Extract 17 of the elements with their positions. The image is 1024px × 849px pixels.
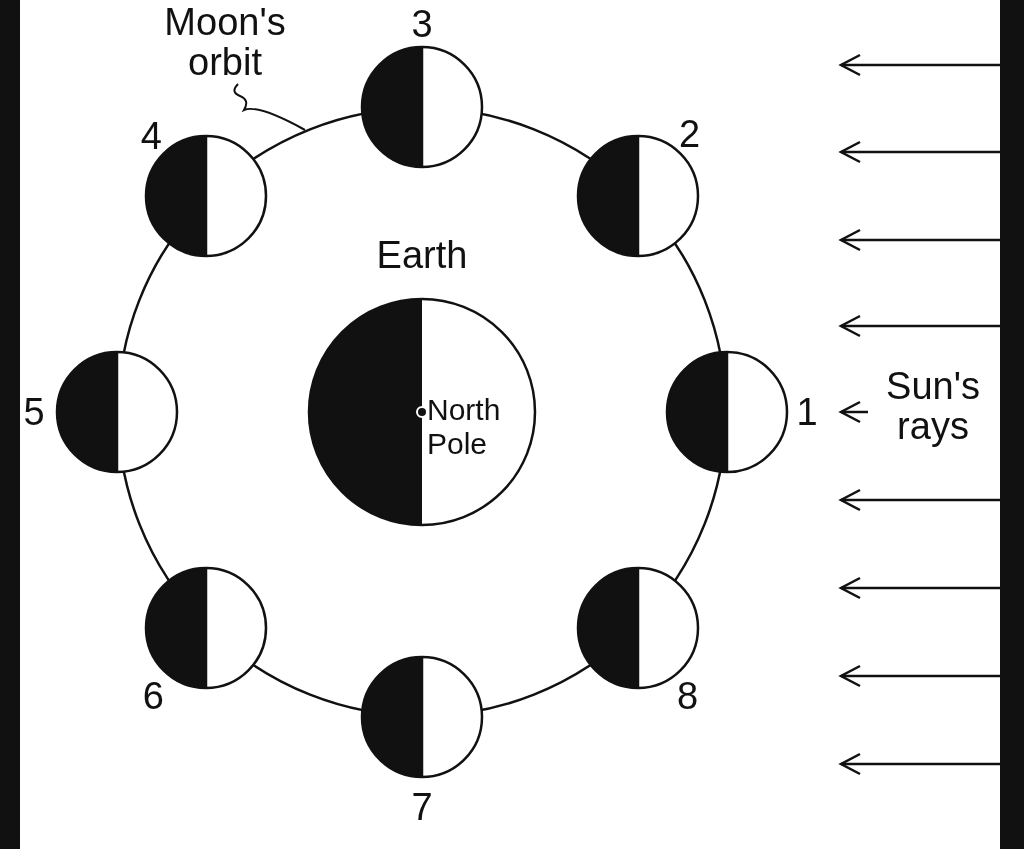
moon-drawing — [55, 350, 179, 474]
phase-number: 4 — [140, 116, 162, 157]
orbit-label: Moon's orbit — [160, 2, 290, 82]
phase-number: 1 — [796, 392, 818, 432]
moon-drawing — [665, 350, 789, 474]
leader-line — [233, 83, 306, 131]
phase-number: 6 — [142, 675, 164, 716]
phase-number: 3 — [411, 4, 433, 44]
phase-number: 5 — [23, 392, 45, 432]
phase-number: 7 — [411, 787, 433, 827]
sun-rays-label: Sun's rays — [885, 366, 981, 446]
moon-drawing — [360, 655, 484, 779]
earth-heading: Earth — [375, 235, 469, 275]
phase-number: 2 — [679, 114, 701, 155]
phase-number: 8 — [677, 675, 699, 716]
moon-drawing — [360, 45, 484, 169]
pole-label: North Pole — [427, 393, 502, 461]
